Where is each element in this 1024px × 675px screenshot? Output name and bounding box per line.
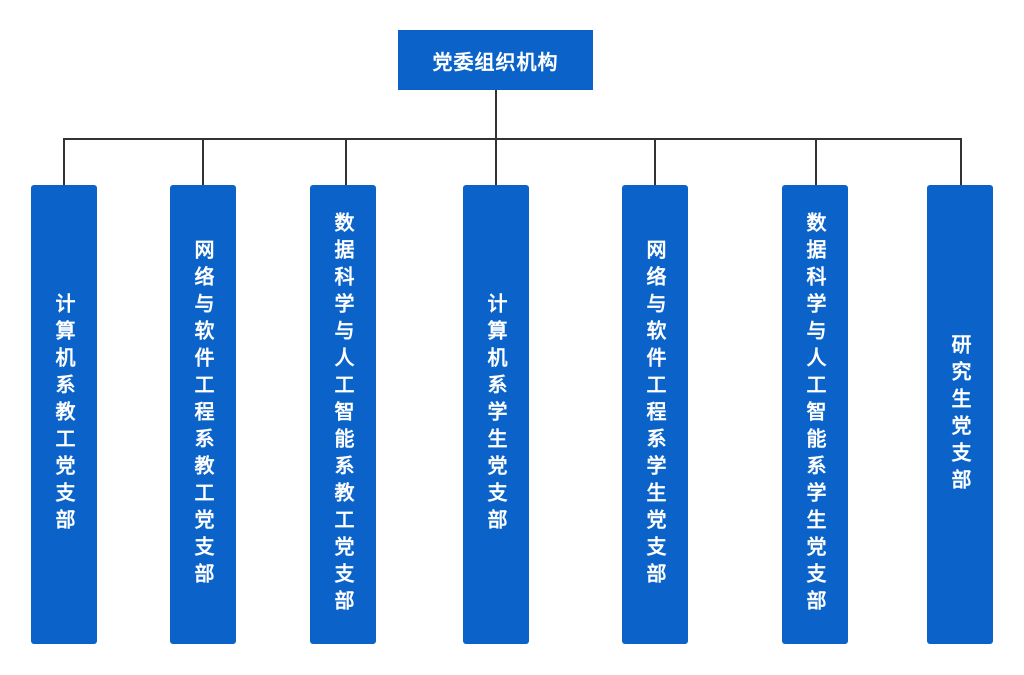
branch-connector-line [63, 138, 65, 185]
branch-connector-line [654, 138, 656, 185]
branch-node-3: 数据科学与人工智能系教工党支部 [310, 185, 376, 644]
branch-connector-line [815, 138, 817, 185]
branch-connector-line [345, 138, 347, 185]
branch-node-label: 网络与软件工程系教工党支部 [191, 239, 215, 590]
branch-node-5: 网络与软件工程系学生党支部 [622, 185, 688, 644]
branch-connector-line [202, 138, 204, 185]
branch-node-2: 网络与软件工程系教工党支部 [170, 185, 236, 644]
branch-node-label: 网络与软件工程系学生党支部 [643, 239, 667, 590]
root-node-label: 党委组织机构 [432, 49, 559, 74]
horizontal-connector-line [63, 138, 962, 140]
branch-node-label: 研究生党支部 [948, 333, 972, 496]
branch-node-label: 数据科学与人工智能系教工党支部 [331, 212, 355, 617]
branch-node-7: 研究生党支部 [927, 185, 993, 644]
root-node: 党委组织机构 [398, 30, 593, 90]
branch-connector-line [960, 138, 962, 185]
branch-node-6: 数据科学与人工智能系学生党支部 [782, 185, 848, 644]
root-connector-line [495, 90, 497, 140]
branch-node-label: 计算机系学生党支部 [484, 293, 508, 536]
branch-node-4: 计算机系学生党支部 [463, 185, 529, 644]
branch-connector-line [495, 138, 497, 185]
branch-node-1: 计算机系教工党支部 [31, 185, 97, 644]
branch-node-label: 数据科学与人工智能系学生党支部 [803, 212, 827, 617]
branch-node-label: 计算机系教工党支部 [52, 293, 76, 536]
